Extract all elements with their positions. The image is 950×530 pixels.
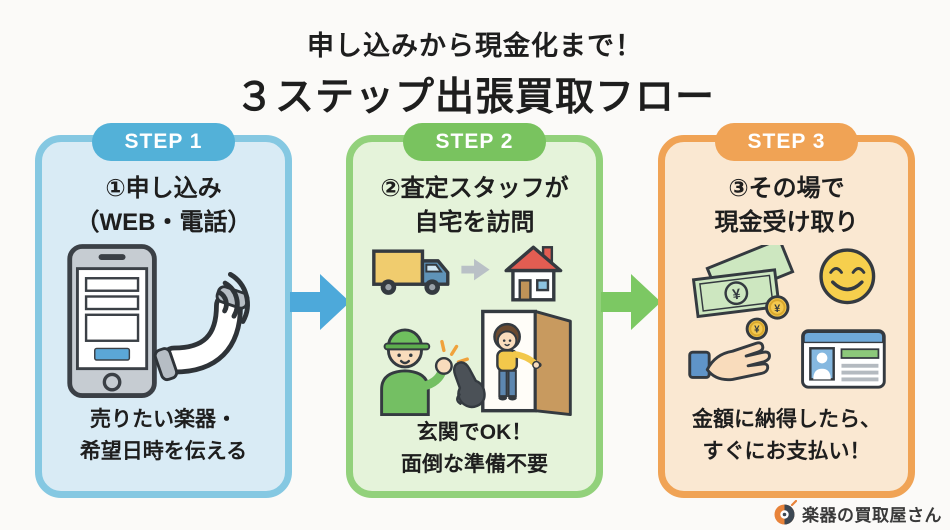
- page-title: 申し込みから現金化まで！ ３ステップ出張買取フロー: [0, 24, 950, 122]
- small-arrow-icon: [460, 259, 490, 281]
- brand-footer: 楽器の買取屋さん: [773, 500, 942, 526]
- step3-title: ③その場で 現金受け取り: [714, 175, 859, 236]
- customer-at-door-icon: [480, 309, 572, 417]
- step3-art-svg: ¥ ¥ ¥: [687, 244, 886, 389]
- staff-icon: [379, 328, 469, 417]
- step3-card: STEP 3 ③その場で 現金受け取り ¥: [658, 123, 915, 498]
- step2-badge: STEP 2: [402, 123, 547, 161]
- flow-arrow-1: [290, 274, 350, 330]
- step3-badge: STEP 3: [714, 123, 859, 161]
- step2-art-svg: [371, 245, 572, 417]
- house-icon: [503, 245, 562, 302]
- svg-text:¥: ¥: [754, 324, 760, 335]
- coins-icon: ¥ ¥: [745, 294, 789, 340]
- step3-caption: 金額に納得したら、 すぐにお支払い！: [692, 408, 881, 463]
- sound-waves-icon: [216, 271, 250, 324]
- customer-figure: [492, 323, 540, 401]
- step1-illustration: [42, 239, 285, 404]
- guitar-case-icon: [452, 361, 486, 409]
- brand-name: 楽器の買取屋さん: [802, 505, 942, 525]
- title-line2: ３ステップ出張買取フロー: [234, 76, 715, 119]
- step1-card: STEP 1 ①申し込み （WEB・電話）: [35, 123, 292, 498]
- smiley-icon: [818, 247, 875, 304]
- step1-title: ①申し込み （WEB・電話）: [75, 175, 252, 236]
- step1-caption: 売りたい楽器・ 希望日時を伝える: [79, 408, 248, 463]
- truck-icon: [371, 249, 449, 296]
- step2-title: ②査定スタッフが 自宅を訪問: [380, 175, 569, 236]
- phone-handset-icon: [153, 271, 250, 381]
- step3-illustration: ¥ ¥ ¥: [665, 239, 908, 404]
- hand-icon: [687, 340, 771, 381]
- step2-card: STEP 2 ②査定スタッフが 自宅を訪問: [346, 123, 603, 498]
- svg-text:¥: ¥: [731, 286, 742, 303]
- banknotes-icon: ¥: [691, 244, 794, 318]
- step1-badge: STEP 1: [91, 123, 236, 161]
- step2-caption: 玄関でOK！ 面倒な準備不要: [401, 421, 548, 476]
- svg-text:¥: ¥: [774, 302, 780, 314]
- step2-illustration: [353, 239, 596, 417]
- brand-logo-icon: [774, 500, 797, 525]
- step1-art-svg: [66, 243, 250, 398]
- flow-arrow-2: [601, 274, 661, 330]
- title-line1: 申し込みから現金化まで！: [307, 31, 643, 61]
- smartphone-icon: [66, 243, 157, 398]
- id-card-icon: [800, 328, 886, 389]
